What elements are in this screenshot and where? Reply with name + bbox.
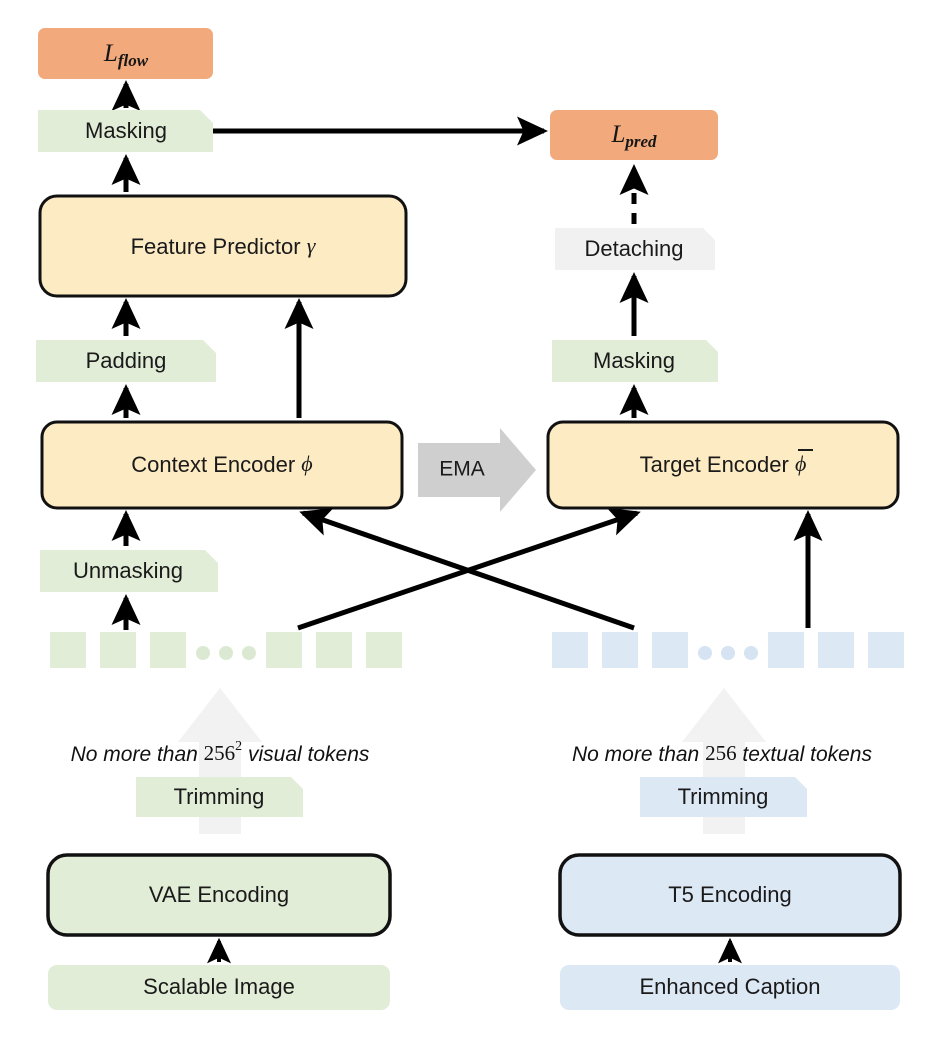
caption-suffix: visual tokens: [242, 743, 370, 766]
target-encoder-label: Target Encoder ϕ: [640, 451, 807, 477]
visual-token: [100, 632, 136, 668]
enhanced-caption-box: [560, 965, 900, 1010]
masking-left-label: Masking: [85, 118, 167, 143]
t5-encoding-box: [558, 853, 902, 937]
context-encoder-symbol: ϕ: [301, 451, 312, 476]
textual-tokens-caption: No more than 256 textual tokens: [572, 741, 872, 766]
trimming-right-label: Trimming: [678, 784, 769, 809]
target-encoder-text: Target Encoder: [640, 452, 789, 477]
target-encoder-box: [546, 420, 900, 510]
masking-box-right: [552, 340, 718, 382]
loss-pred-symbol: L: [610, 121, 625, 148]
ellipsis-dot: [698, 646, 712, 660]
loss-flow-symbol: L: [103, 40, 118, 67]
loss-flow-label: Lflow: [103, 40, 149, 70]
textual-token-row: [552, 632, 904, 668]
textual-token: [552, 632, 588, 668]
detaching-label: Detaching: [584, 236, 683, 261]
unmasking-label: Unmasking: [73, 558, 183, 583]
textual-token: [768, 632, 804, 668]
loss-flow-subscript: flow: [118, 51, 149, 70]
caption-prefix: No more than: [572, 743, 705, 766]
feature-predictor-label: Feature Predictor γ: [131, 233, 317, 259]
ellipsis-dot: [196, 646, 210, 660]
ellipsis-dot: [242, 646, 256, 660]
loss-pred-label: Lpred: [610, 121, 657, 151]
scalable-image-label: Scalable Image: [143, 974, 295, 999]
t5-encoding-label: T5 Encoding: [668, 882, 792, 907]
visual-token-row: [50, 632, 402, 668]
visual-token: [366, 632, 402, 668]
caption-number: 256: [204, 741, 236, 765]
visual-tokens-caption: No more than 2562 visual tokens: [71, 739, 370, 765]
vae-encoding-label: VAE Encoding: [149, 882, 289, 907]
visual-token: [50, 632, 86, 668]
caption-number: 256: [705, 741, 737, 765]
feature-predictor-symbol: γ: [307, 233, 317, 258]
enhanced-caption-label: Enhanced Caption: [639, 974, 820, 999]
textual-token: [868, 632, 904, 668]
padding-label: Padding: [86, 348, 167, 373]
edge-textual-tokens-to-context-encoder: [299, 508, 635, 631]
target-encoder-symbol: ϕ: [795, 451, 806, 476]
loss-flow-box: [38, 28, 213, 79]
trimming-left-label: Trimming: [174, 784, 265, 809]
detaching-box: [555, 228, 715, 270]
textual-token: [818, 632, 854, 668]
visual-token: [150, 632, 186, 668]
scalable-image-box: [48, 965, 390, 1010]
ellipsis-dot: [744, 646, 758, 660]
padding-box: [36, 340, 216, 382]
trimming-box-right: [640, 777, 807, 817]
feature-predictor-text: Feature Predictor: [131, 234, 301, 259]
textual-token: [602, 632, 638, 668]
visual-token: [316, 632, 352, 668]
context-encoder-box: [40, 420, 404, 510]
ellipsis-dot: [219, 646, 233, 660]
unmasking-box: [40, 550, 218, 592]
feature-predictor-box: [38, 194, 408, 298]
ema-arrow: [418, 428, 536, 512]
visual-token: [266, 632, 302, 668]
context-encoder-text: Context Encoder: [131, 452, 295, 477]
vae-encoding-box: [46, 853, 392, 937]
caption-suffix: textual tokens: [737, 743, 873, 766]
loss-pred-subscript: pred: [623, 132, 657, 151]
textual-token: [652, 632, 688, 668]
ema-label: EMA: [439, 458, 485, 481]
masking-box-left: [38, 110, 213, 152]
loss-pred-box: [550, 110, 718, 160]
masking-right-label: Masking: [593, 348, 675, 373]
caption-prefix: No more than: [71, 743, 204, 766]
trimming-box-left: [136, 777, 303, 817]
ellipsis-dot: [721, 646, 735, 660]
context-encoder-label: Context Encoder ϕ: [131, 451, 312, 477]
caption-superscript: 2: [235, 739, 242, 754]
